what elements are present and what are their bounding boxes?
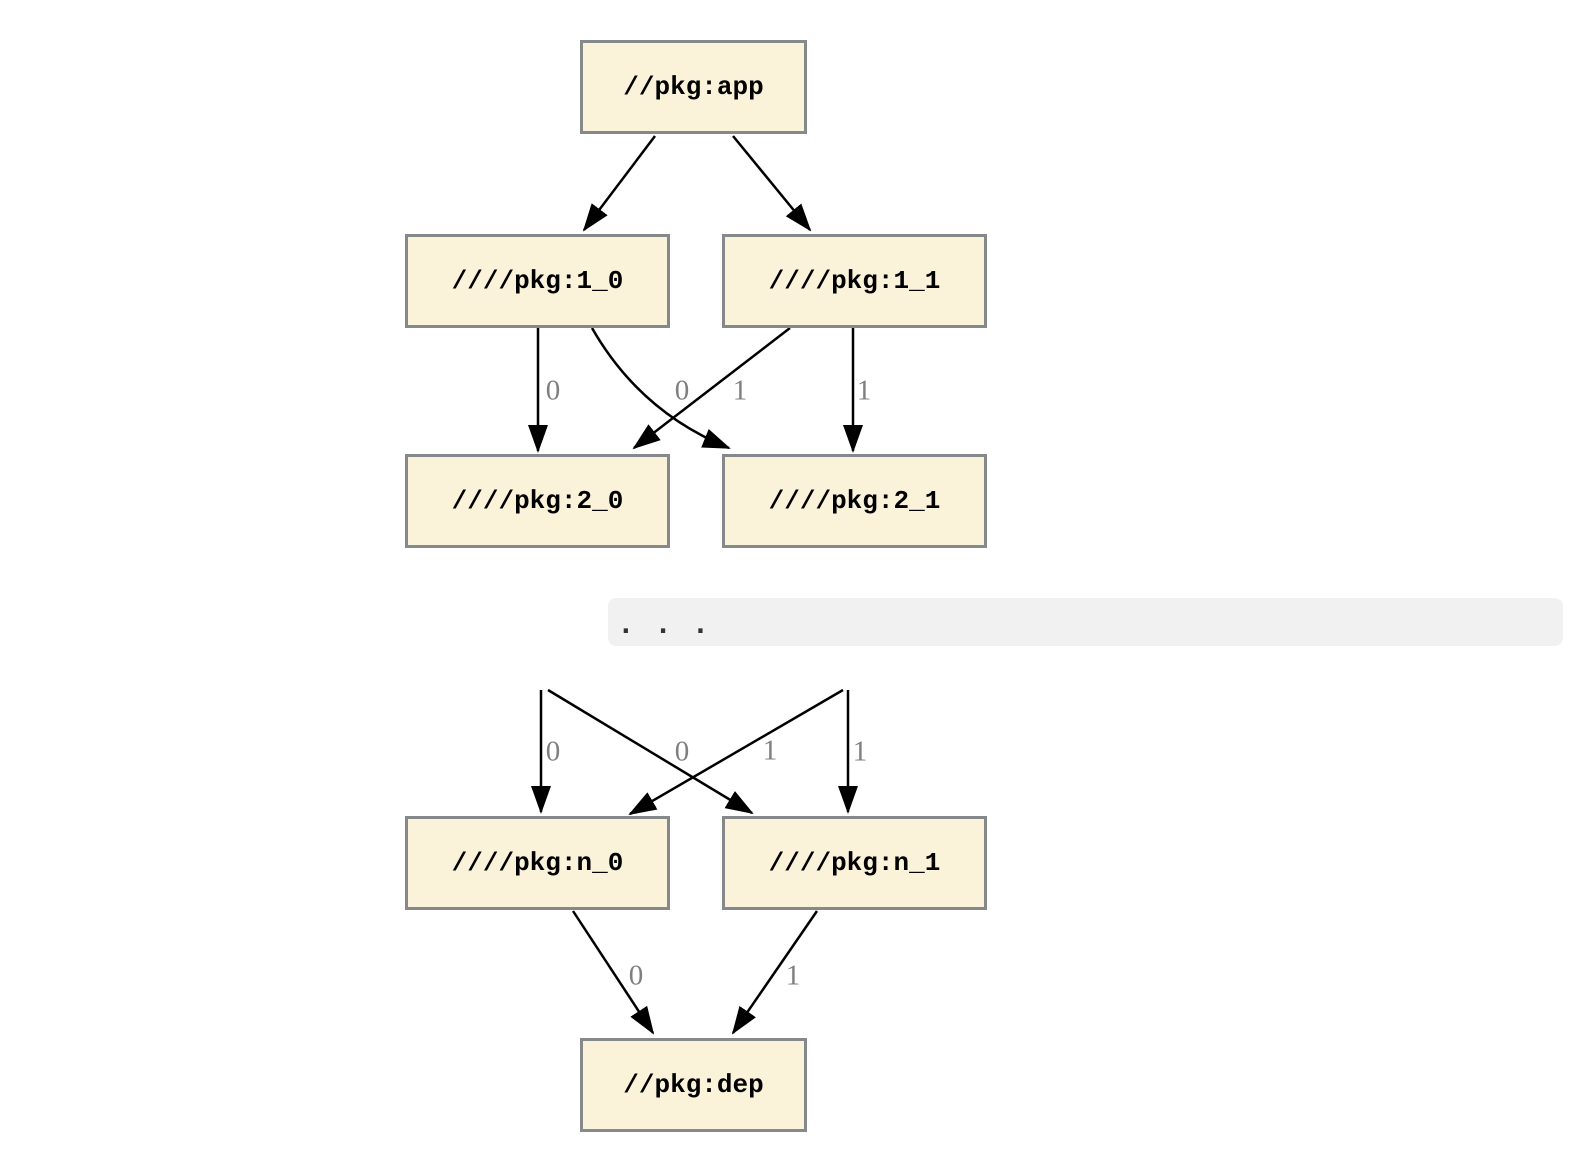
ellipsis-dots: . . .	[618, 610, 712, 640]
node-pkg-dep: //pkg:dep	[580, 1038, 807, 1132]
edge-label-1_0-2_0: 0	[545, 374, 561, 407]
edge-label-ellipsis-n_1-straight: 1	[852, 735, 868, 768]
edge-n_0-to-dep	[571, 910, 655, 1035]
edge-ellipsis-to-n_1-cross	[547, 688, 754, 815]
edge-1_0-to-2_1	[590, 327, 731, 450]
edge-app-to-1_0	[582, 135, 656, 232]
ellipsis-band: . . .	[608, 598, 1563, 646]
edge-label-1_0-2_1: 1	[732, 374, 748, 407]
node-pkg-1_0: ////pkg:1_0	[405, 234, 670, 328]
edge-label-n_0-dep: 0	[628, 959, 644, 992]
node-pkg-n_1: ////pkg:n_1	[722, 816, 987, 910]
edge-label-n_1-dep: 1	[785, 959, 801, 992]
edge-label-1_1-2_0: 0	[674, 374, 690, 407]
node-pkg-n_0: ////pkg:n_0	[405, 816, 670, 910]
node-pkg-1_1: ////pkg:1_1	[722, 234, 987, 328]
edge-1_1-to-2_0	[632, 327, 791, 450]
node-pkg-2_0: ////pkg:2_0	[405, 454, 670, 548]
edge-app-to-1_1	[732, 135, 812, 232]
edge-ellipsis-to-n_0-cross	[628, 688, 844, 816]
edge-label-ellipsis-n_1-cross: 1	[762, 734, 778, 767]
edge-label-1_1-2_1: 1	[856, 374, 872, 407]
node-pkg-2_1: ////pkg:2_1	[722, 454, 987, 548]
edge-label-ellipsis-n_0-straight: 0	[545, 735, 561, 768]
node-pkg-app: //pkg:app	[580, 40, 807, 134]
edge-label-ellipsis-n_0-cross: 0	[674, 735, 690, 768]
edge-n_1-to-dep	[731, 910, 819, 1035]
